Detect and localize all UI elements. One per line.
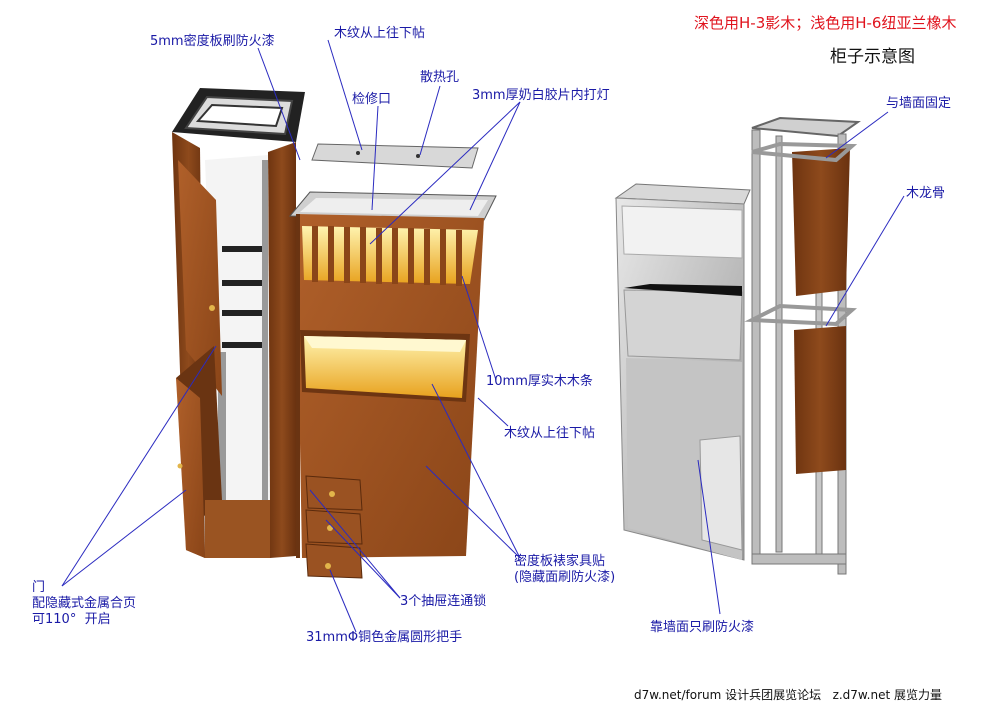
- label-solid-wood-strip: 10mm厚实木木条: [486, 374, 593, 389]
- main-cabinet: [288, 143, 497, 579]
- label-grain-top-down-2: 木纹从上往下帖: [504, 426, 596, 441]
- label-door-line2: 配隐藏式金属合页: [32, 596, 137, 611]
- material-note: 深色用H-3影木；浅色用H-6纽亚兰橡木: [694, 14, 957, 32]
- label-door-line1: 门: [32, 580, 46, 595]
- label-mdf-veneer: 密度板裱家具贴 (隐藏面刷防火漆): [514, 554, 615, 586]
- label-door-line3: 可110° 开启: [32, 612, 111, 627]
- label-handle: 31mmΦ铜色金属圆形把手: [306, 630, 463, 645]
- watermark-footer: d7w.net/forum 设计兵团展览论坛 z.d7w.net 展览力量: [634, 688, 942, 702]
- label-wall-side-paint: 靠墙面只刷防火漆: [650, 620, 755, 635]
- drawers: [305, 475, 363, 579]
- diagram-title: 柜子示意图: [830, 47, 915, 67]
- label-wood-keel: 木龙骨: [906, 186, 946, 201]
- label-vent-holes: 散热孔: [420, 70, 460, 85]
- label-wall-fixed: 与墙面固定: [886, 96, 952, 111]
- leader-lines: [61, 39, 905, 633]
- rear-view-cabinet: [614, 116, 861, 575]
- label-access-opening: 检修口: [352, 92, 392, 107]
- label-door: 门 配隐藏式金属合页 可110° 开启: [32, 580, 136, 628]
- label-grain-top-down: 木纹从上往下帖: [334, 26, 426, 41]
- tall-cabinet: [172, 88, 305, 558]
- label-fireproof-board: 5mm密度板刷防火漆: [150, 34, 275, 49]
- wood-slats: [312, 226, 462, 286]
- label-milky-acrylic: 3mm厚奶白胶片内打灯: [472, 88, 610, 103]
- label-drawer-lock: 3个抽屉连通锁: [400, 594, 487, 609]
- label-mdf-veneer-line2: (隐藏面刷防火漆): [514, 570, 616, 585]
- label-mdf-veneer-line1: 密度板裱家具贴: [514, 554, 606, 569]
